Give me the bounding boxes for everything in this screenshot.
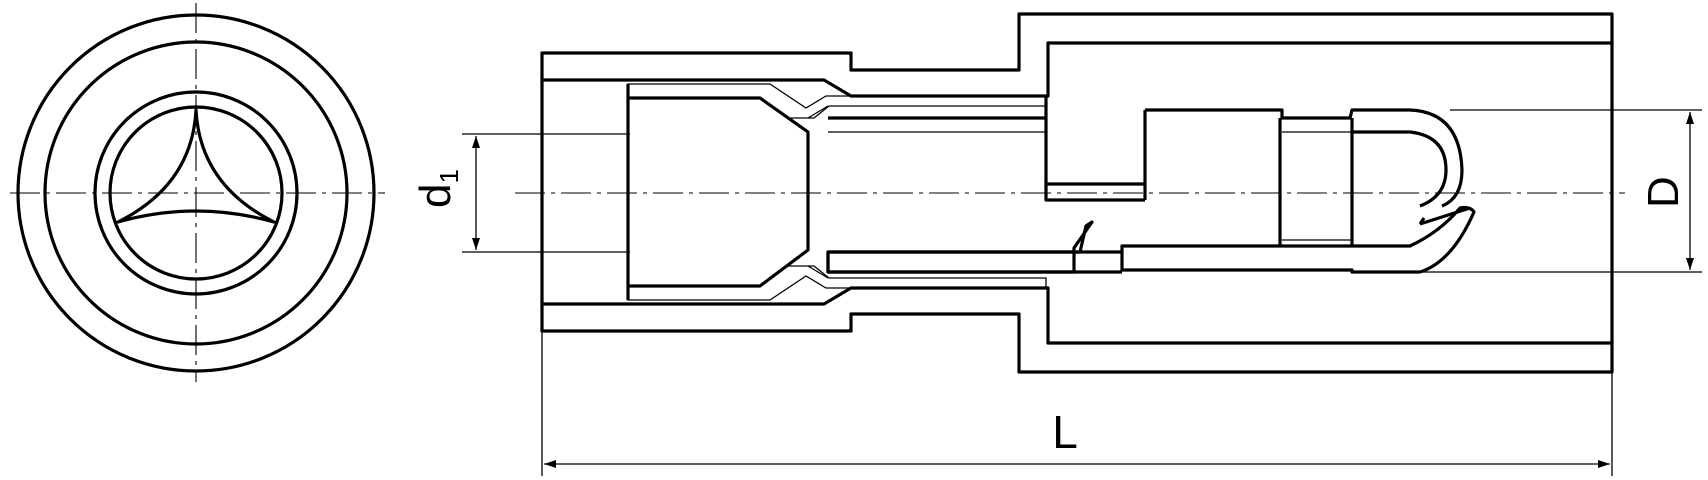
contact-body-left-step: [1044, 96, 1145, 186]
contact-bullet-top: [1145, 108, 1464, 208]
contact-tip-spring: [1419, 206, 1471, 226]
D-label: D: [1639, 176, 1688, 208]
contact-bullet-inner-curve: [1352, 130, 1448, 208]
contact-neck-lines: [1282, 131, 1352, 241]
L-label: L: [1052, 406, 1078, 458]
d1-label: d1: [411, 169, 464, 208]
sleeve-bottom-step: [807, 265, 829, 279]
contact-bottom-hatched: [1120, 205, 1476, 274]
side-section: [515, 12, 1625, 374]
sleeve-bore-outline: [628, 96, 810, 288]
contact-spring-tab: [826, 220, 1094, 274]
end-view: [10, 3, 385, 382]
contact-body-wedge: [1044, 184, 1145, 202]
contact-bullet-neck: [1278, 118, 1354, 246]
sleeve-top-step: [807, 105, 829, 119]
contact-tube-bottom-wall: [826, 252, 1060, 274]
contact-bottom-link: [1060, 250, 1122, 274]
dimensions: d1 D L: [411, 109, 1702, 476]
contact-tip-hook: [1418, 217, 1426, 225]
